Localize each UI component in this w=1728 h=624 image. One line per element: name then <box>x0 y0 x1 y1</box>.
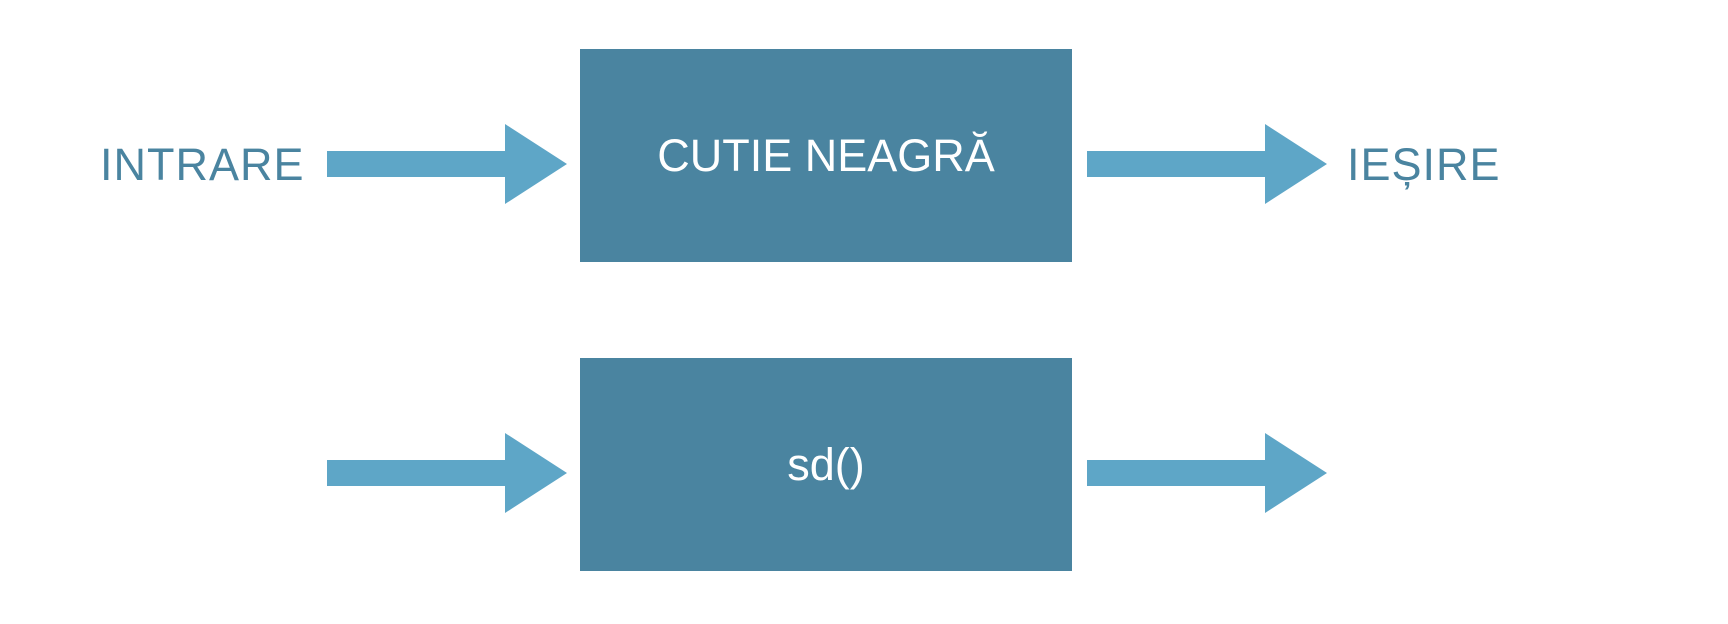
output-label: IEȘIRE <box>1347 139 1501 190</box>
output-arrow-icon <box>1087 124 1327 204</box>
input-label: INTRARE <box>100 139 305 190</box>
input-arrow-icon <box>327 124 567 204</box>
output-arrow-icon <box>1087 433 1327 513</box>
function-box: sd() <box>580 358 1072 571</box>
input-arrow-icon <box>327 433 567 513</box>
black-box-label: CUTIE NEAGRĂ <box>657 130 995 181</box>
function-box-label: sd() <box>787 439 865 490</box>
black-box: CUTIE NEAGRĂ <box>580 49 1072 262</box>
